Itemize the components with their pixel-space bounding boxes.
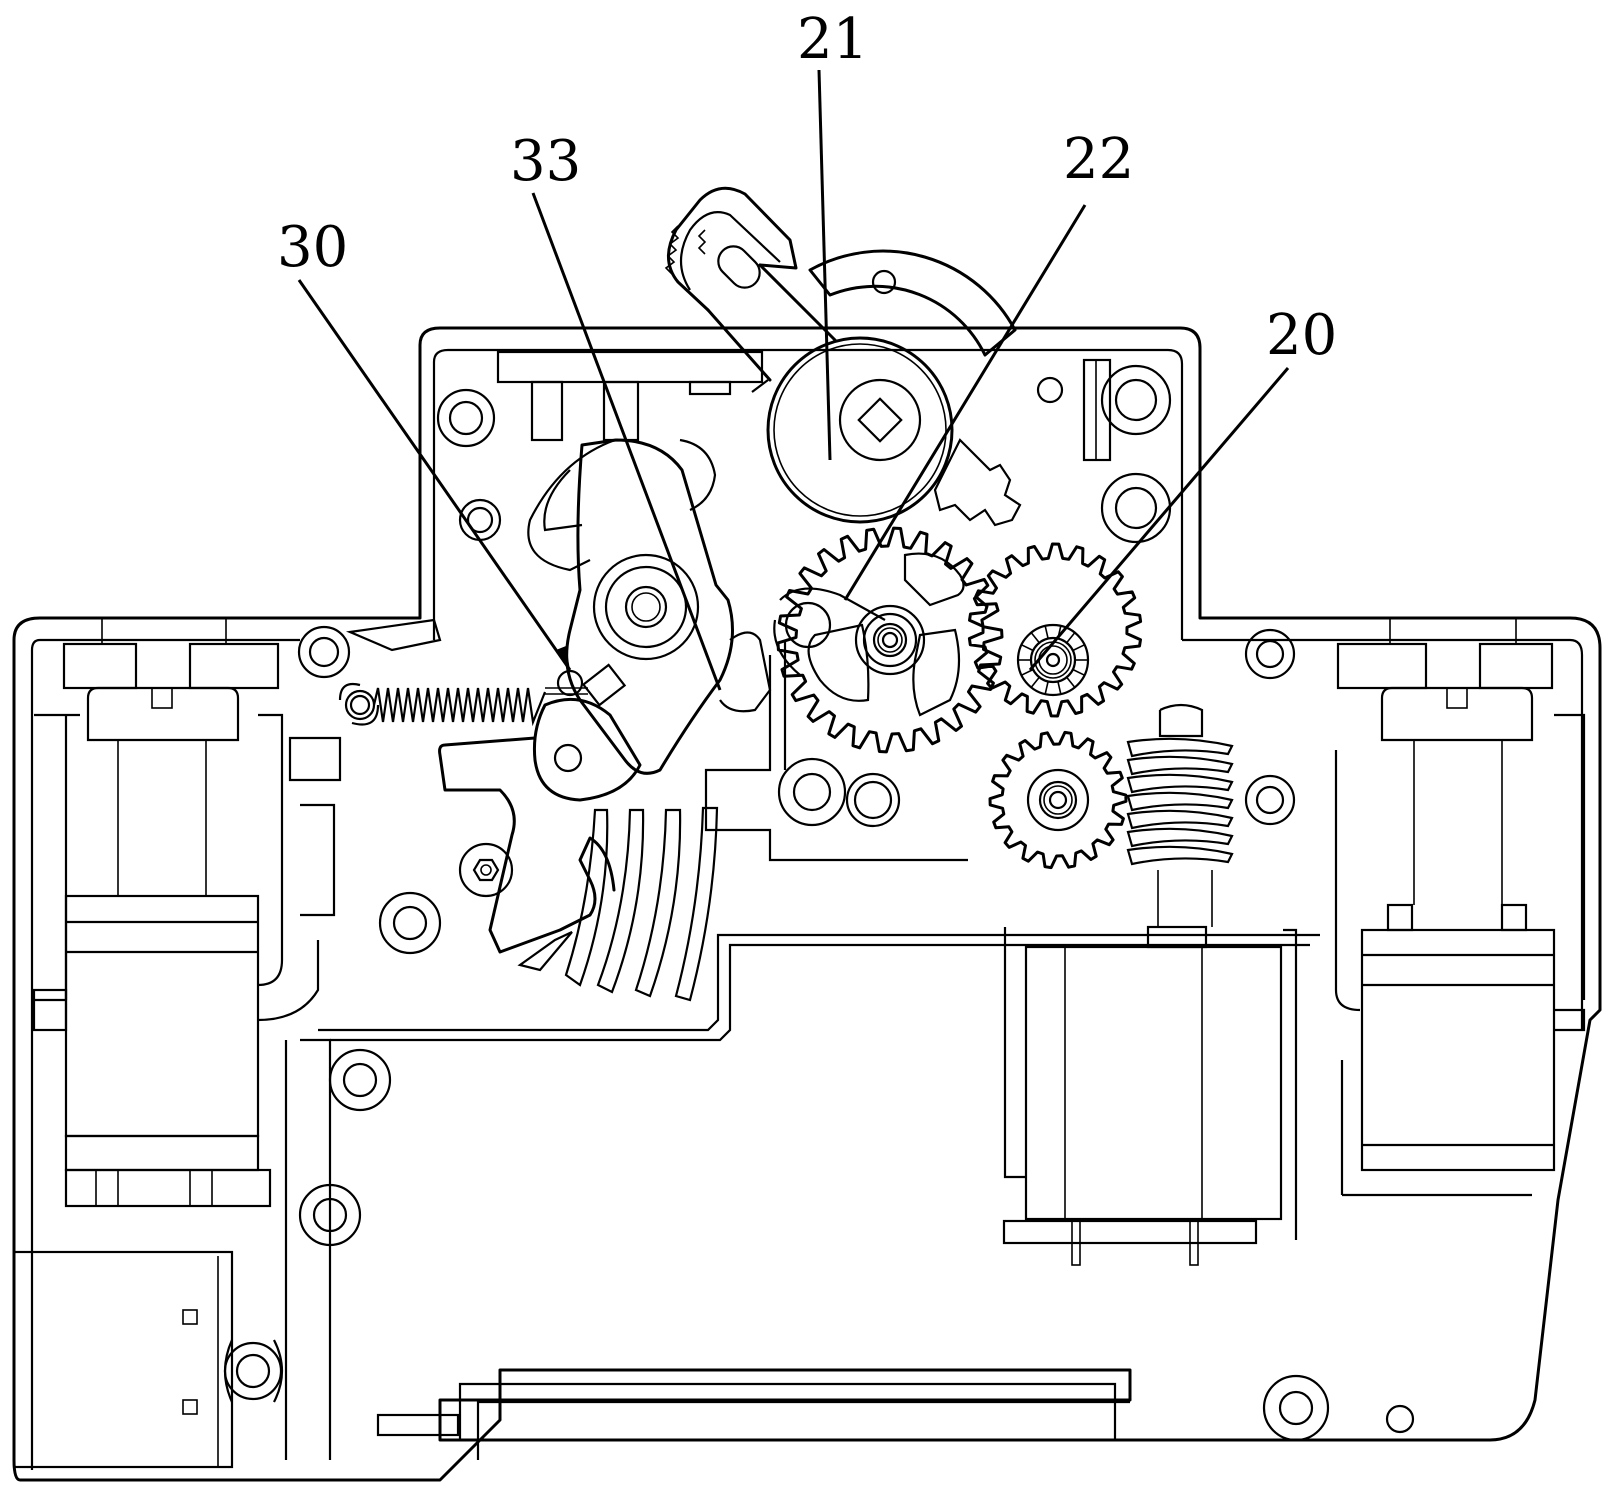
leader-33 — [533, 193, 720, 690]
hole-right-3 — [1246, 630, 1294, 678]
left-coil-assembly — [14, 618, 318, 1467]
hole-right-4 — [1246, 776, 1294, 824]
worm-thread — [1128, 793, 1232, 810]
housing-outline — [14, 328, 1600, 1480]
pinion-spoke — [1067, 633, 1075, 643]
small-hole — [1038, 378, 1062, 402]
label-21: 21 — [797, 7, 868, 72]
label-33: 33 — [510, 129, 581, 194]
hole-top-left — [438, 390, 494, 446]
worm-thread — [1128, 757, 1232, 774]
arc-plate-4 — [676, 808, 717, 1000]
worm-shaft — [1128, 705, 1232, 864]
mounting-holes — [225, 366, 1413, 1440]
worm-thread — [1128, 775, 1232, 792]
pinion-spoke — [1045, 681, 1048, 694]
pinion-spoke — [1022, 645, 1034, 651]
arc-plate-2 — [598, 810, 643, 992]
worm-thread — [1128, 811, 1232, 828]
hole-bottom-right — [1264, 1376, 1413, 1440]
worm-thread — [1128, 739, 1232, 756]
hole-left-5 — [330, 1050, 390, 1110]
arc-plate-5 — [520, 932, 572, 970]
pinion-gear — [1018, 625, 1088, 695]
arc-chute-plates — [520, 808, 717, 1000]
label-30: 30 — [277, 215, 348, 280]
hole-bottom-left — [225, 1340, 282, 1402]
leader-20 — [1030, 368, 1288, 670]
hole-left-4 — [380, 893, 440, 953]
pinion-spoke — [1031, 677, 1039, 687]
worm-thread — [1128, 829, 1232, 846]
label-20: 20 — [1266, 303, 1337, 368]
handle-rotor — [666, 188, 1015, 522]
right-coil-assembly — [1336, 618, 1584, 1195]
label-22: 22 — [1063, 127, 1134, 192]
hole-left-3 — [299, 627, 349, 677]
hole-top-right-1 — [1102, 366, 1170, 434]
pinion-spoke — [1067, 677, 1075, 687]
hole-top-right-2 — [1102, 474, 1170, 542]
large-drive-gear — [774, 528, 1002, 752]
pinion-spoke — [1073, 645, 1085, 651]
pinion-spoke — [1058, 681, 1061, 694]
pinion-spoke — [1045, 626, 1048, 639]
worm-driven-gear — [990, 732, 1126, 867]
hole-center-1 — [779, 759, 899, 826]
pinion-spoke — [1073, 670, 1085, 676]
pinion-spoke — [1031, 633, 1039, 643]
worm-thread — [1128, 847, 1232, 864]
arc-plate-1 — [566, 810, 607, 985]
center-motor — [1004, 870, 1296, 1265]
